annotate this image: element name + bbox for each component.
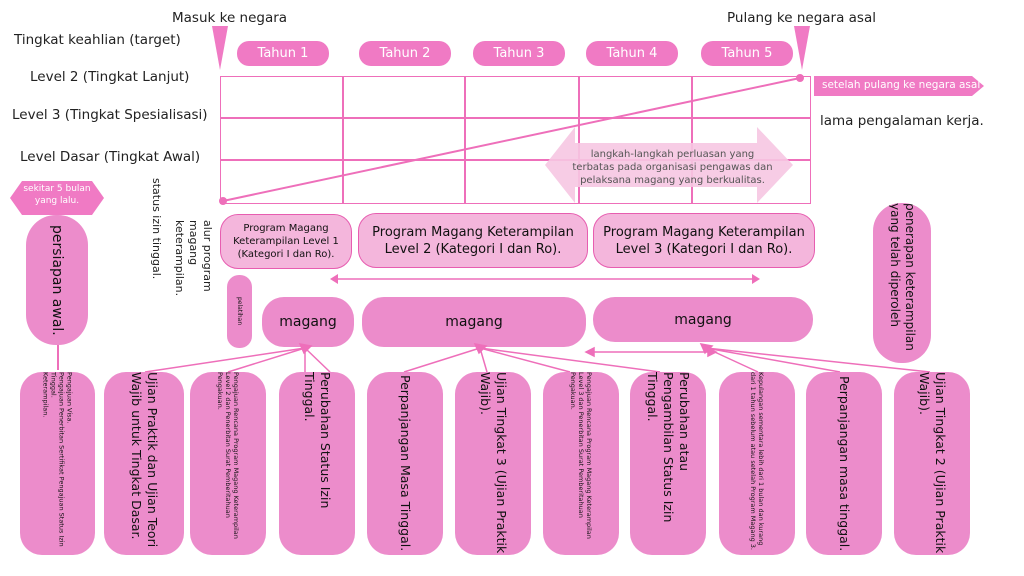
after-return-arrow-icon (814, 76, 984, 96)
internship-pill-3: magang (593, 297, 813, 342)
prep-item-1: Pengajuan Visa. (65, 372, 74, 424)
timeline-grid (220, 76, 811, 204)
card-level3-exam: Ujian Tingkat 3 (Ujian Praktik Wajib). (455, 372, 531, 555)
row-label-level3: Level 3 (Tingkat Spesialisasi) (12, 107, 208, 123)
row-label-target: Tingkat keahlian (target) (14, 32, 181, 48)
card-level3-plan: Pengajuan Rencana Program Magang Keteram… (543, 372, 619, 555)
year-tab-3: Tahun 3 (473, 41, 565, 66)
card-temporary-return: Kepulangan sementara lebih dari 1 bulan … (719, 372, 795, 555)
entry-marker-icon (212, 26, 228, 70)
internship-pill-2: magang (362, 297, 586, 347)
prep-item-3: Keterampilan. (41, 372, 50, 418)
programs-span-arrow-icon (330, 274, 760, 284)
prep-label: persiapan awal. (49, 224, 65, 336)
prep-item-2: Pengajuan Penerbitan Sertifikat Pengajua… (49, 372, 66, 547)
return-marker-icon (794, 26, 810, 70)
prep-items-card: Pengajuan Visa. Pengajuan Penerbitan Ser… (20, 372, 95, 555)
card-level2-plan: Pengajuan Rencana Program Magang Keteram… (190, 372, 266, 555)
after-return-label: setelah pulang ke negara asal (822, 79, 981, 91)
expansion-note: langkah-langkah perluasan yang terbatas … (572, 149, 773, 186)
experience-label: lama pengalaman kerja. (820, 113, 984, 129)
status-label: status izin tinggal. (150, 178, 163, 280)
flow-label: alur program magang keterampilan. (173, 220, 214, 297)
card-extension-1: Perpanjangan Masa Tinggal. (367, 372, 443, 555)
prep-pill: persiapan awal. (26, 215, 88, 345)
prep-connector (57, 345, 59, 370)
training-label: pelatihan (236, 297, 243, 326)
row-label-basic: Level Dasar (Tingkat Awal) (20, 149, 201, 165)
entry-label: Masuk ke negara (172, 10, 288, 26)
program-level-1: Program Magang Keterampilan Level 1 (Kat… (220, 214, 352, 269)
year-tab-5: Tahun 5 (701, 41, 793, 66)
left-badge-shape-icon (10, 181, 104, 215)
year-tab-1: Tahun 1 (237, 41, 329, 66)
card-basic-exam: Ujian Praktik dan Ujian Teori Wajib untu… (104, 372, 184, 555)
card-level2-exam: Ujian Tingkat 2 (Ujian Praktik Wajib). (894, 372, 970, 555)
year-tab-2: Tahun 2 (359, 41, 451, 66)
expansion-arrow-icon (545, 127, 793, 203)
program-level-2: Program Magang Keterampilan Level 2 (Kat… (358, 213, 588, 268)
card-status-change: Perubahan Status Izin Tinggal. (279, 372, 355, 555)
card-status-change-2: Perubahan atau Pengambilan Status Izin T… (630, 372, 706, 555)
internship-pill-1: magang (262, 297, 354, 347)
return-label: Pulang ke negara asal (727, 10, 876, 26)
apply-skills-pill: penerapan keterampilan yang telah dipero… (873, 203, 931, 363)
apply-skills-label: penerapan keterampilan yang telah dipero… (888, 203, 917, 351)
program-level-3: Program Magang Keterampilan Level 3 (Kat… (593, 213, 815, 268)
row-label-level2: Level 2 (Tingkat Lanjut) (30, 69, 190, 85)
left-badge: sekitar 5 bulan yang lalu. (23, 184, 91, 206)
year-tab-4: Tahun 4 (586, 41, 678, 66)
card-extension-2: Perpanjangan masa tinggal. (806, 372, 882, 555)
training-pill: pelatihan (227, 275, 252, 348)
